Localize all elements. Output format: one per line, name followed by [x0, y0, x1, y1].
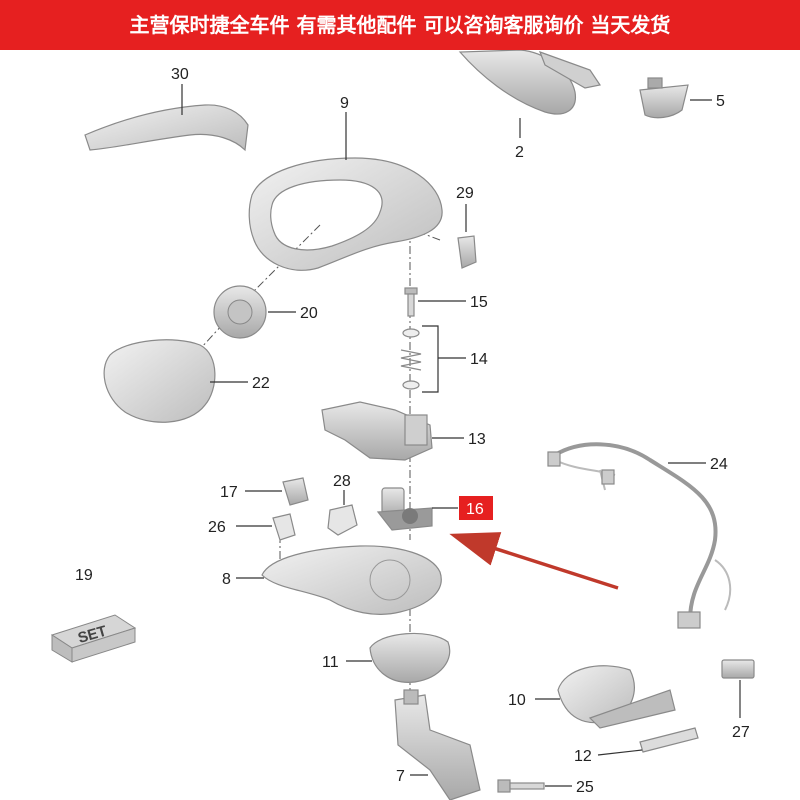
callout-14: 14: [470, 351, 488, 368]
callout-20: 20: [300, 305, 318, 322]
callout-22: 22: [252, 375, 270, 392]
callout-30: 30: [171, 66, 189, 83]
part-27-plug: [721, 659, 755, 679]
callout-29: 29: [456, 185, 474, 202]
callout-25: 25: [576, 779, 594, 796]
part-25-bolt: [497, 779, 545, 793]
part-13-base-bracket: [321, 401, 433, 461]
callout-19: 19: [75, 567, 93, 584]
part-29-clip: [457, 235, 477, 269]
callout-11: 11: [322, 654, 339, 671]
callout-28: 28: [333, 473, 351, 490]
part-19-set-box: SET: [50, 614, 137, 663]
part-10-outer-cover: [557, 665, 676, 729]
callout-8: 8: [222, 571, 231, 588]
part-20-adjustment-motor: [213, 285, 267, 339]
part-2-interior-mirror: [458, 49, 601, 115]
callout-26: 26: [208, 519, 226, 536]
part-16-fold-motor: [376, 487, 433, 531]
part-24-wiring-harness: [547, 442, 732, 629]
part-9-mirror-frame: [248, 157, 443, 271]
highlight-arrow: [449, 532, 619, 590]
part-11-base-cover: [369, 632, 451, 683]
callout-7: 7: [396, 768, 405, 785]
callout-10: 10: [508, 692, 526, 709]
callout-2: 2: [515, 144, 524, 161]
callout-9: 9: [340, 95, 349, 112]
callout-labels: 30 2 5 9 29 20 22 15 14 13 17 28 26 16 8…: [75, 66, 750, 796]
part-17-connector: [282, 477, 309, 506]
part-8-lower-housing: [261, 545, 442, 615]
part-15-screw: [404, 287, 418, 317]
part-16-highlight-box: [459, 496, 493, 520]
part-7-mount-arm: [394, 689, 481, 800]
callout-12: 12: [574, 748, 592, 765]
callout-16: 16: [466, 501, 484, 518]
part-30-trim-strip: [84, 104, 249, 152]
callout-27: 27: [732, 724, 750, 741]
leader-lines: [181, 84, 741, 787]
part-22-mirror-glass: [103, 339, 216, 423]
part-14-spring-set: [400, 328, 422, 390]
part-28-cap: [327, 504, 358, 536]
callout-15: 15: [470, 294, 488, 311]
part-12-trim-strip: [639, 727, 699, 753]
part-5-mount-cover: [639, 77, 689, 119]
callout-17: 17: [220, 484, 238, 501]
callout-13: 13: [468, 431, 486, 448]
promo-banner: 主营保时捷全车件 有需其他配件 可以咨询客服询价 当天发货: [0, 0, 800, 50]
part-26-bulb-holder: [272, 513, 296, 541]
callout-5: 5: [716, 93, 725, 110]
callout-24: 24: [710, 456, 728, 473]
